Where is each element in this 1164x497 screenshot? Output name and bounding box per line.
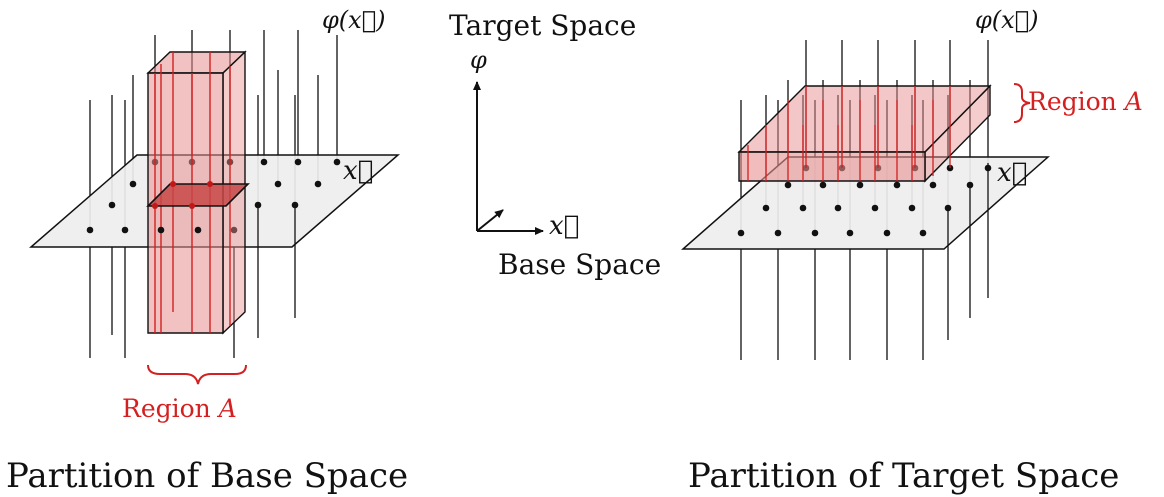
prism-cell-dots [152, 181, 213, 209]
depth-axis [476, 209, 504, 232]
left-region-text: Region [122, 394, 219, 423]
left-lower-lines [89, 205, 296, 358]
axes-legend [473, 81, 544, 235]
left-region-brace [147, 364, 247, 385]
legend-x-label: x⃗ [549, 211, 580, 241]
left-caption: Partition of Base Space [6, 456, 409, 496]
left-region-label: Region A [122, 396, 237, 421]
prism-base-cell [146, 183, 250, 207]
left-plane-label: x⃗ [343, 156, 374, 186]
right-plane-label: x⃗ [997, 158, 1028, 188]
left-field-label: φ(x⃗) [322, 6, 386, 34]
right-region-label: Region A [1028, 89, 1143, 114]
left-region-prism [146, 50, 250, 335]
legend-bottom-label: Base Space [498, 248, 662, 281]
right-region-slab [737, 84, 992, 183]
right-region-var: A [1124, 87, 1143, 116]
legend-phi-label: φ [470, 46, 487, 74]
right-region-brace [1013, 83, 1031, 123]
right-field-label: φ(x⃗) [975, 6, 1039, 34]
left-region-var: A [218, 394, 237, 423]
right-panel [681, 40, 1050, 360]
right-lower-lines [740, 163, 989, 360]
right-region-text: Region [1028, 87, 1125, 116]
left-panel [28, 30, 401, 385]
right-caption: Partition of Target Space [688, 456, 1120, 496]
legend-title: Target Space [449, 9, 637, 42]
slab-inner-lines [747, 86, 951, 181]
prism-below-dots [157, 226, 202, 234]
